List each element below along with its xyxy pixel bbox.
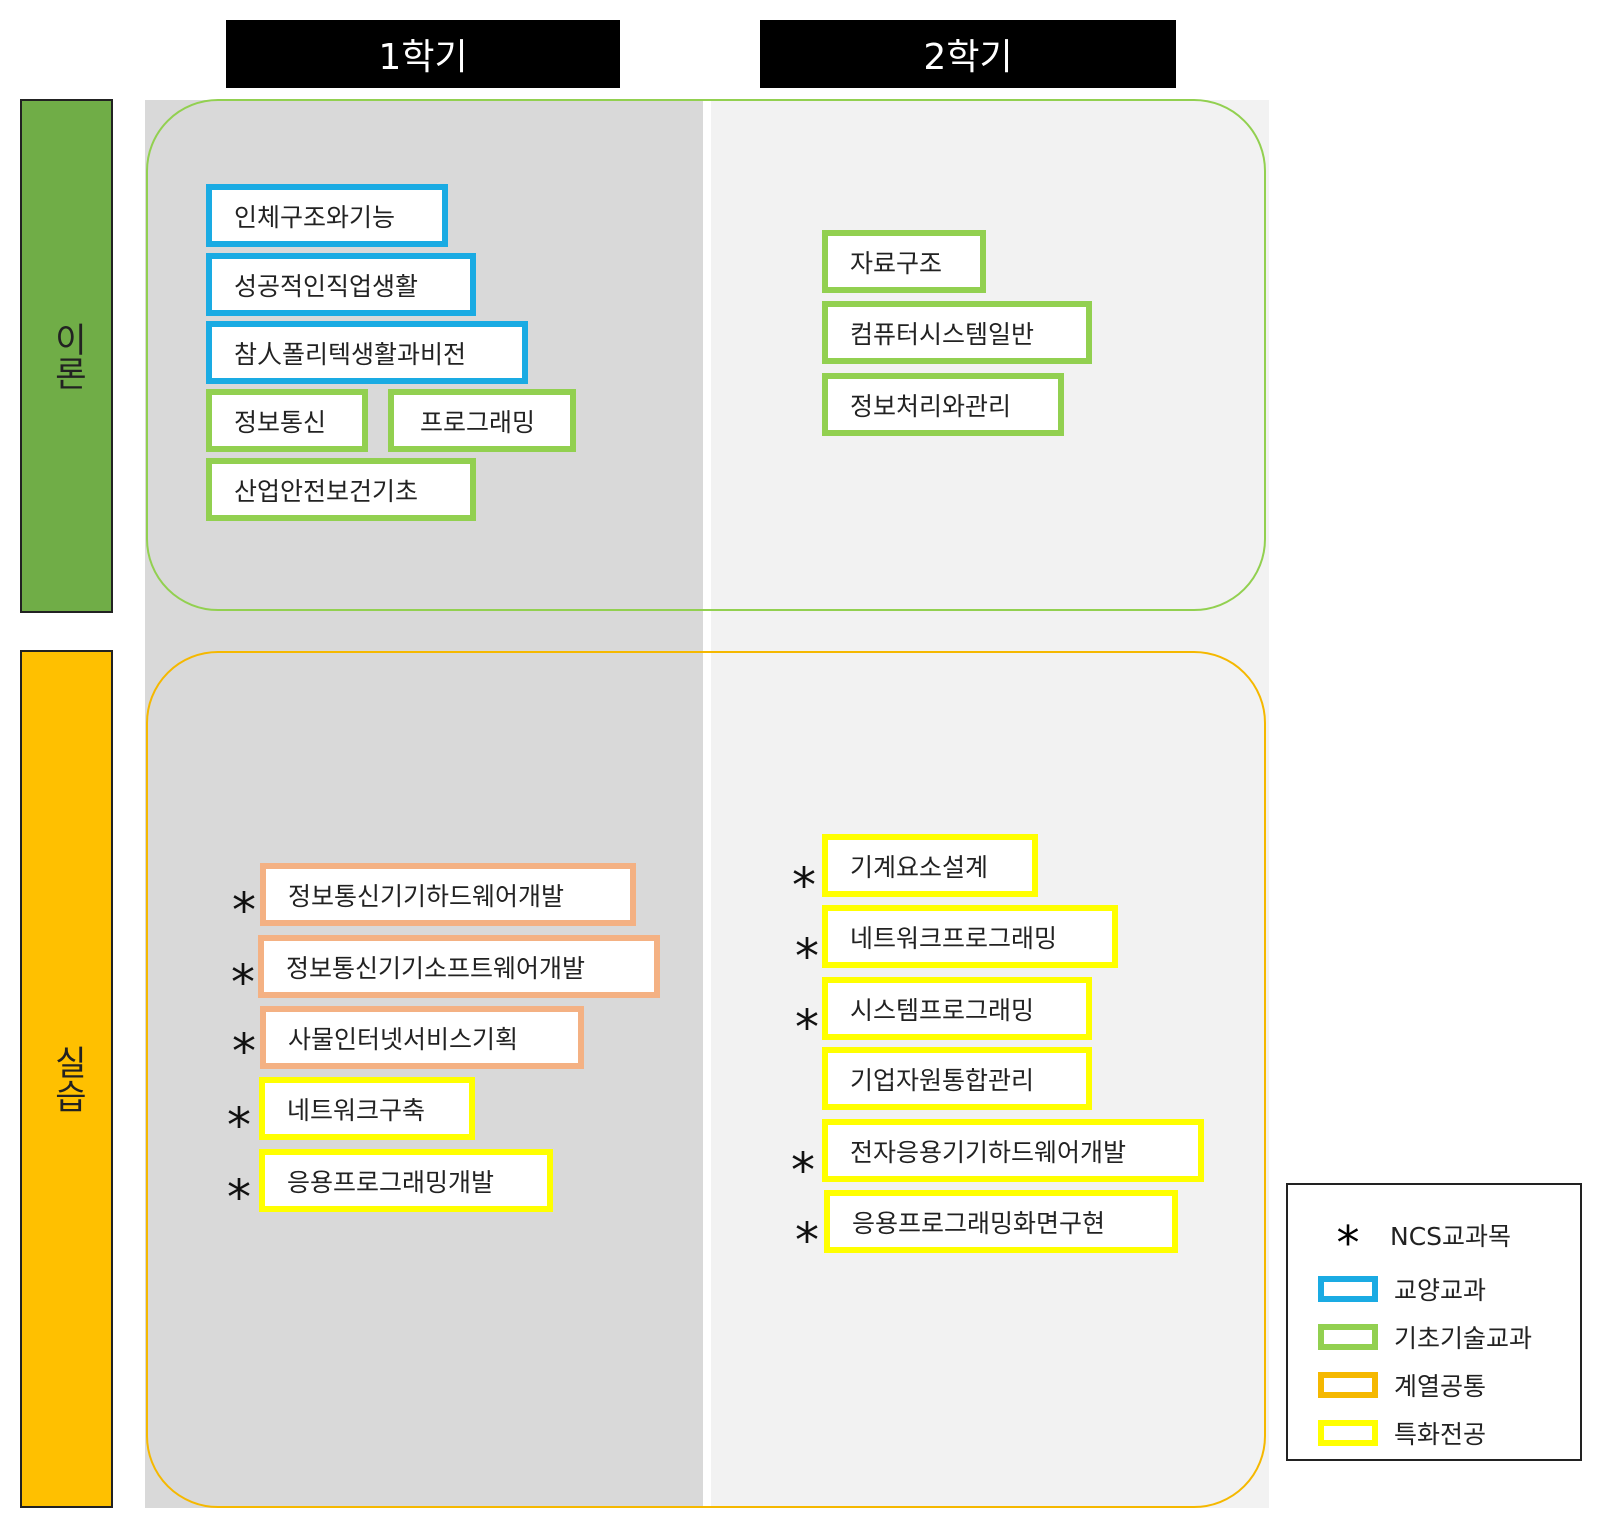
course-practice-2-3: 시스템프로그래밍 [822,977,1092,1040]
ncs-star-icon: * [792,858,816,894]
course-label: 자료구조 [850,248,943,278]
course-theory-1-1: 인체구조와기능 [206,184,448,247]
course-theory-1-4: 정보통신 [206,389,368,452]
course-practice-2-6: 응용프로그래밍화면구현 [824,1190,1178,1253]
ncs-star-icon: * [795,1213,819,1249]
course-label: 인체구조와기능 [234,202,396,232]
row-label-theory-text: 이론 [47,322,88,390]
course-label: 네트워크프로그래밍 [850,923,1058,953]
course-label: 산업안전보건기초 [234,476,419,506]
course-practice-2-2: 네트워크프로그래밍 [822,905,1118,968]
course-practice-1-4: 네트워크구축 [259,1077,475,1140]
ncs-star-icon: * [795,1000,819,1036]
course-theory-1-2: 성공적인직업생활 [206,253,476,316]
header-semester-2: 2학기 [760,20,1176,88]
course-label: 정보통신기기소프트웨어개발 [286,953,586,983]
ncs-star-icon: * [795,929,819,965]
legend-label-basic: 기초기술교과 [1394,1324,1533,1353]
course-label: 정보처리와관리 [850,391,1012,421]
course-label: 네트워크구축 [287,1095,426,1125]
course-practice-1-5: 응용프로그래밍개발 [259,1149,553,1212]
course-theory-1-3: 참人폴리텍생활과비전 [206,321,528,384]
legend-item-special: 특화전공 [1318,1415,1486,1451]
legend-swatch-common [1318,1372,1378,1398]
course-theory-2-2: 컴퓨터시스템일반 [822,301,1092,364]
legend-label-ncs: NCS교과목 [1390,1222,1512,1251]
course-label: 정보통신 [234,407,327,437]
ncs-star-icon: * [227,1170,251,1206]
legend-label-general: 교양교과 [1394,1276,1487,1305]
ncs-star-icon: * [791,1143,815,1179]
practice-region [146,651,1266,1508]
ncs-star-icon: * [231,955,255,991]
course-practice-2-1: 기계요소설계 [822,834,1038,897]
course-practice-2-5: 전자응용기기하드웨어개발 [822,1119,1204,1182]
course-label: 컴퓨터시스템일반 [850,319,1035,349]
row-label-practice: 실습 [20,650,113,1508]
course-theory-2-3: 정보처리와관리 [822,373,1064,436]
header-semester-1-label: 1학기 [378,37,468,78]
theory-region [146,99,1266,611]
header-semester-2-label: 2학기 [923,37,1013,78]
legend-swatch-basic [1318,1324,1378,1350]
course-label: 기계요소설계 [850,852,989,882]
legend-label-special: 특화전공 [1394,1420,1487,1449]
course-practice-1-3: 사물인터넷서비스기획 [260,1006,584,1069]
course-practice-1-2: 정보통신기기소프트웨어개발 [258,935,660,998]
course-theory-1-5: 프로그래밍 [388,389,576,452]
course-label: 시스템프로그래밍 [850,995,1035,1025]
course-label: 정보통신기기하드웨어개발 [288,881,565,911]
ncs-star-icon: * [227,1098,251,1134]
legend-swatch-special [1318,1420,1378,1446]
ncs-star-icon: * [1336,1220,1360,1250]
legend-item-general: 교양교과 [1318,1271,1486,1307]
course-theory-1-6: 산업안전보건기초 [206,458,476,521]
course-theory-2-1: 자료구조 [822,230,986,293]
ncs-star-icon: * [232,1024,256,1060]
ncs-star-icon: * [232,883,256,919]
legend-swatch-general [1318,1276,1378,1302]
row-label-practice-text: 실습 [47,1045,88,1113]
course-label: 응용프로그래밍화면구현 [852,1208,1106,1238]
header-semester-1: 1학기 [226,20,620,88]
course-label: 사물인터넷서비스기획 [288,1024,519,1054]
course-label: 참人폴리텍생활과비전 [234,339,467,369]
course-label: 기업자원통합관리 [850,1065,1035,1095]
row-label-theory: 이론 [20,99,113,613]
course-label: 성공적인직업생활 [234,271,419,301]
course-practice-2-4: 기업자원통합관리 [822,1047,1092,1110]
legend-item-common: 계열공통 [1318,1367,1486,1403]
course-label: 전자응용기기하드웨어개발 [850,1137,1127,1167]
course-label: 프로그래밍 [420,407,536,437]
course-label: 응용프로그래밍개발 [287,1167,495,1197]
course-practice-1-1: 정보통신기기하드웨어개발 [260,863,636,926]
legend-item-ncs: * NCS교과목 [1318,1217,1512,1253]
legend-item-basic: 기초기술교과 [1318,1319,1532,1355]
legend: * NCS교과목 교양교과 기초기술교과 계열공통 특화전공 [1286,1183,1582,1461]
legend-label-common: 계열공통 [1394,1372,1487,1401]
